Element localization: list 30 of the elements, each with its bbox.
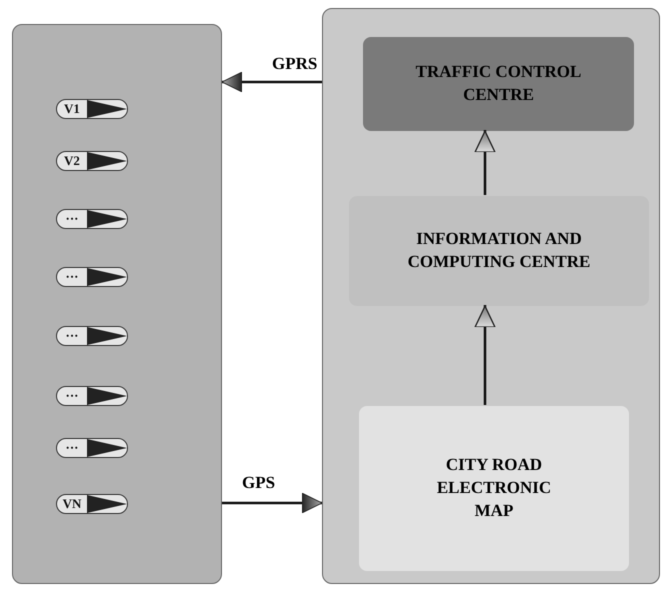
edge-label: GPS <box>242 473 276 493</box>
box-label: CITY ROAD ELECTRONIC MAP <box>436 454 552 522</box>
vehicle-label: ··· <box>64 388 80 404</box>
process-box <box>349 196 649 306</box>
arrow <box>222 492 322 514</box>
vehicle-pill <box>56 151 128 171</box>
arrow <box>222 72 322 92</box>
edge-label: GPRS <box>272 54 318 74</box>
vehicle-label: ··· <box>64 211 80 227</box>
box-label: INFORMATION AND COMPUTING CENTRE <box>406 228 592 273</box>
vehicle-label: V2 <box>63 153 81 169</box>
group-panel <box>322 8 660 584</box>
vehicle-pill <box>56 99 128 119</box>
process-box <box>359 406 629 571</box>
vehicle-pill <box>56 438 128 458</box>
vehicle-pill <box>56 494 128 514</box>
vehicle-label: V1 <box>63 101 81 117</box>
arrow <box>474 305 496 405</box>
vehicle-pill <box>56 326 128 346</box>
vehicle-pill <box>56 209 128 229</box>
vehicle-label: ··· <box>64 328 80 344</box>
box-label: TRAFFIC CONTROL CENTRE <box>414 61 582 106</box>
vehicle-label: VN <box>62 496 82 512</box>
arrow <box>474 130 496 195</box>
vehicle-label: ··· <box>64 440 80 456</box>
vehicle-label: ··· <box>64 269 80 285</box>
process-box <box>363 37 634 131</box>
group-panel <box>12 24 222 584</box>
vehicle-pill <box>56 386 128 406</box>
vehicle-pill <box>56 267 128 287</box>
